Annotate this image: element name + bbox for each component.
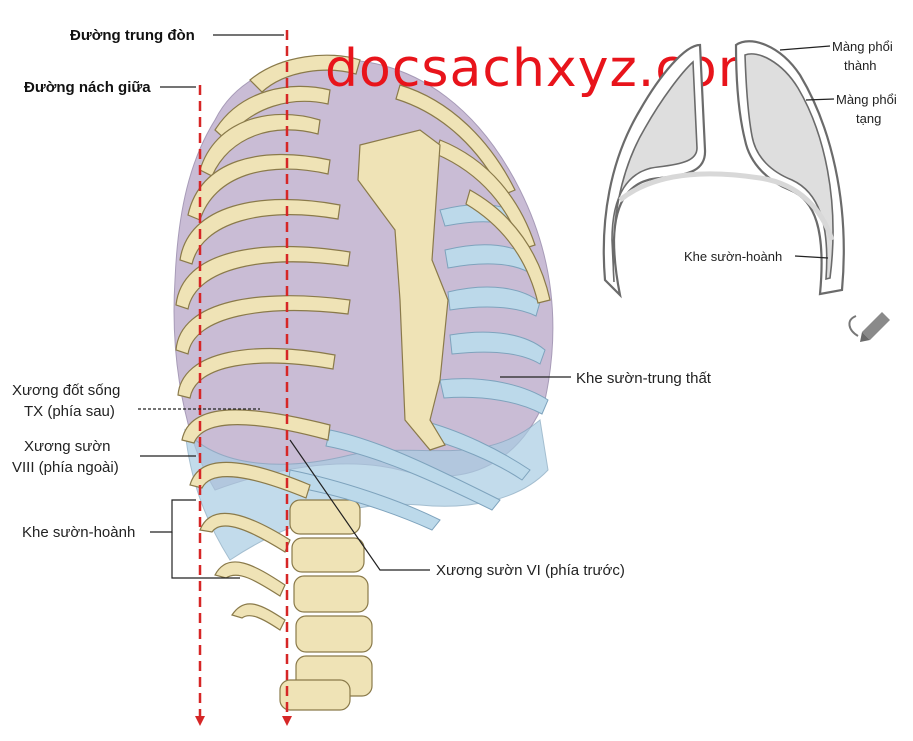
vertebral-column — [279, 499, 373, 711]
label-costomediastinal: Khe sườn-trung thất — [576, 370, 712, 387]
midclavicular-arrowhead — [282, 716, 292, 726]
pleura-inset: Màng phổi thành Màng phổi tạng Khe sườn-… — [602, 39, 897, 299]
label-rib-viii-line2: VIII (phía ngoài) — [12, 459, 119, 476]
inset-label-parietal-line2: thành — [844, 58, 877, 73]
inset-left-visceral — [611, 60, 698, 283]
inset-diaphragm — [618, 171, 835, 241]
costal-cartilages — [287, 204, 549, 531]
label-t10-vertebra-line1: Xương đốt sống — [12, 382, 120, 399]
labels: Đường trung đòn Đường nách giữa Xương đố… — [12, 27, 712, 579]
label-midclavicular-line: Đường trung đòn — [70, 27, 195, 44]
inset-label-parietal-line1: Màng phổi — [832, 39, 893, 54]
label-rib-vi: Xương sườn VI (phía trước) — [436, 562, 625, 579]
label-costodiaphragmatic-left: Khe sườn-hoành — [22, 524, 135, 541]
reference-lines — [195, 30, 292, 726]
inset-label-costodiaphragmatic: Khe sườn-hoành — [684, 249, 782, 264]
clavicle — [249, 54, 361, 93]
pencil-icon[interactable] — [848, 312, 890, 342]
label-midaxillary-line: Đường nách giữa — [24, 79, 151, 96]
inset-right-visceral — [744, 53, 834, 281]
midaxillary-arrowhead — [195, 716, 205, 726]
label-rib-viii-line1: Xương sườn — [24, 438, 110, 455]
ribs — [175, 84, 551, 631]
inset-label-visceral-line2: tạng — [856, 111, 881, 126]
label-t10-vertebra-line2: TX (phía sau) — [24, 403, 115, 420]
leader-lines — [138, 34, 571, 579]
thorax-illustration — [173, 54, 554, 711]
inset-label-visceral-line1: Màng phổi — [836, 92, 897, 107]
sternum — [357, 129, 449, 451]
